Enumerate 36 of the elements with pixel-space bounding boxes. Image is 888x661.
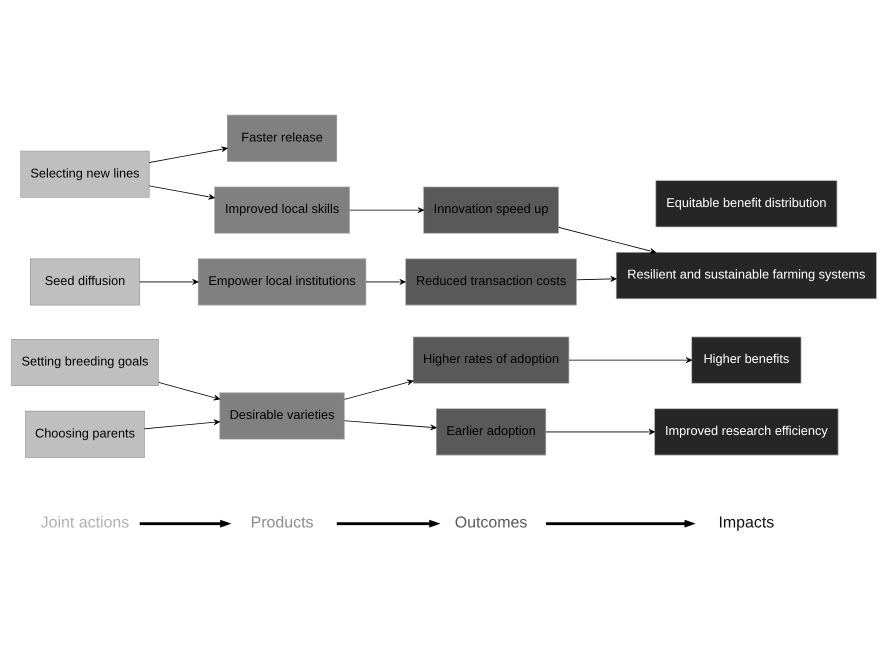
arrow (139, 278, 199, 284)
node-box: Empower local institutions (198, 258, 366, 305)
node-box: Choosing parents (25, 410, 145, 458)
node-box: Setting breeding goals (11, 338, 159, 386)
arrow (349, 206, 424, 213)
node-box: Faster release (227, 114, 338, 162)
node-box: Reduced transaction costs (405, 258, 577, 305)
node-box: Equitable benefit distribution (655, 180, 838, 227)
arrow (558, 226, 656, 254)
node-text: Products (250, 514, 314, 532)
arrow (140, 519, 232, 528)
node-box: Seed diffusion (30, 258, 140, 305)
arrow (366, 278, 406, 284)
arrow (344, 379, 414, 400)
node-box: Improved research efficiency (654, 408, 839, 455)
arrow (576, 276, 617, 282)
arrow (158, 382, 220, 400)
arrow (148, 184, 215, 200)
arrow (568, 356, 692, 363)
node-box: Higher rates of adoption (412, 336, 570, 384)
node-box: Earlier adoption (436, 408, 546, 455)
node-text: Outcomes (454, 514, 528, 532)
arrow (546, 519, 696, 528)
arrow (336, 519, 440, 528)
arrow (546, 428, 655, 434)
arrow (144, 418, 220, 429)
node-box: Improved local skills (214, 186, 350, 234)
node-text: Impacts (718, 514, 774, 532)
node-box: Selecting new lines (20, 150, 150, 198)
node-box: Higher benefits (691, 336, 802, 384)
node-box: Desirable varieties (219, 392, 345, 439)
node-box: Resilient and sustainable farming systems (616, 252, 877, 299)
node-box: Innovation speed up (423, 186, 559, 234)
arrow (148, 146, 228, 162)
arrow (344, 420, 437, 430)
node-text: Joint actions (40, 514, 130, 532)
